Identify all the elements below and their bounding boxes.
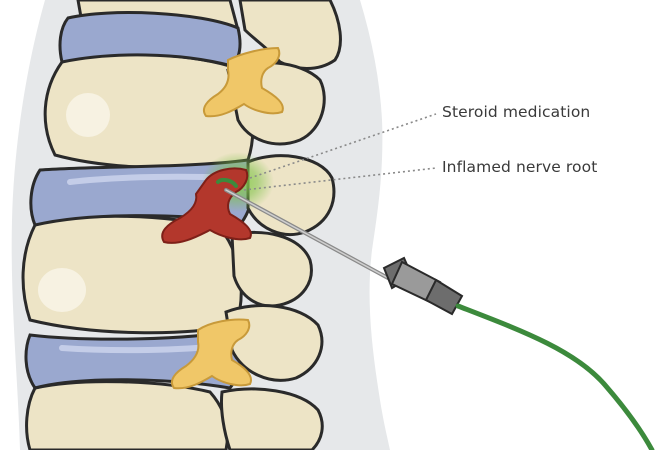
- vertebra-lower: [27, 382, 228, 450]
- vertebra-middle: [23, 216, 241, 332]
- needle-hub: [384, 258, 462, 314]
- label-inflamed-nerve-root: Inflamed nerve root: [442, 158, 597, 176]
- tubing: [458, 306, 652, 450]
- label-steroid-medication: Steroid medication: [442, 103, 590, 121]
